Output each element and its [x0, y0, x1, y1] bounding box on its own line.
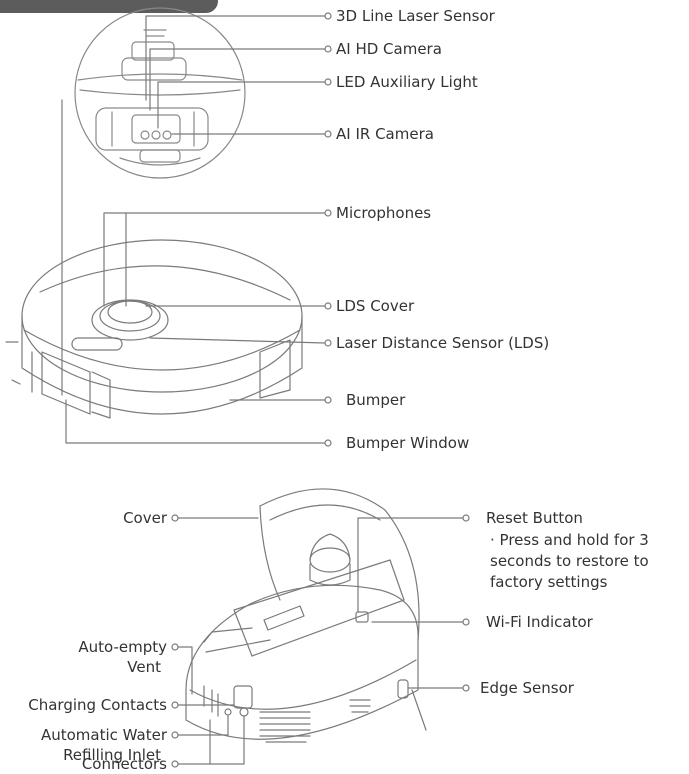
reset-note: · Press and hold for 3 seconds to restor…: [490, 531, 649, 591]
label-wifi-indicator: Wi-Fi Indicator: [486, 613, 593, 631]
label-cover: Cover: [123, 509, 167, 527]
label-auto-empty-2: Vent: [127, 658, 161, 676]
label-water-inlet-1: Automatic Water: [40, 726, 167, 744]
bottom-leaders: [171, 514, 470, 768]
label-connectors: Connectors: [81, 755, 167, 773]
zoom-circle: [74, 7, 246, 179]
label-edge-sensor: Edge Sensor: [480, 679, 574, 697]
label-hd-camera: AI HD Camera: [336, 40, 442, 58]
label-line-laser: 3D Line Laser Sensor: [336, 7, 495, 25]
robot-top-view: [5, 239, 303, 419]
label-charging-contacts: Charging Contacts: [28, 696, 167, 714]
label-auto-empty-1: Auto-empty: [78, 638, 167, 656]
label-microphones: Microphones: [336, 204, 432, 222]
label-ir-camera: AI IR Camera: [336, 125, 434, 143]
label-bumper-window: Bumper Window: [346, 434, 470, 452]
label-led-light: LED Auxiliary Light: [336, 73, 478, 91]
header-tab: [0, 0, 218, 13]
top-leaders: [61, 12, 332, 447]
robot-side-view: [185, 488, 427, 743]
label-bumper: Bumper: [346, 391, 406, 409]
label-lds-cover: LDS Cover: [336, 297, 415, 315]
label-reset-button: Reset Button: [486, 509, 583, 527]
label-lds: Laser Distance Sensor (LDS): [336, 334, 550, 352]
label-water-inlet-2: Refilling Inlet: [63, 746, 161, 764]
zoom-detail: [77, 29, 243, 166]
